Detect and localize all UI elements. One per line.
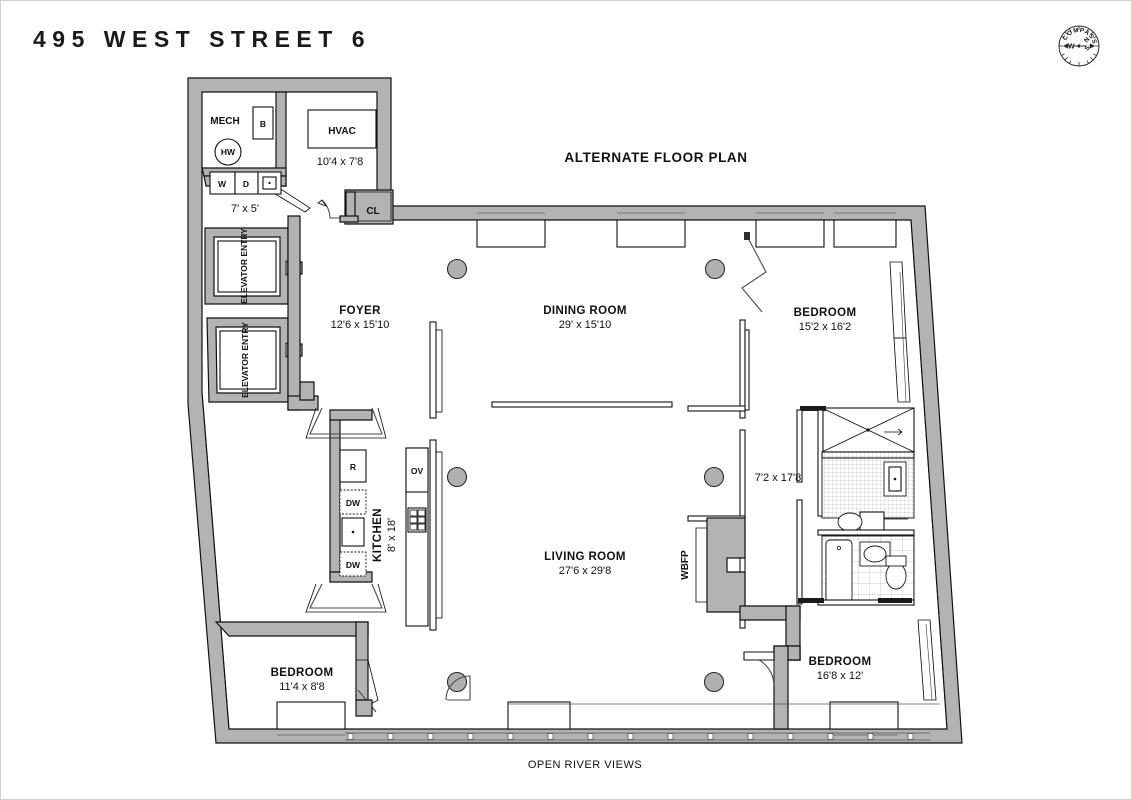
lobby-return-wall [299, 381, 315, 401]
footer-note: OPEN RIVER VIEWS [528, 759, 642, 771]
dining-dim: 29' x 15'10 [559, 319, 612, 331]
foyer-dim: 12'6 x 15'10 [331, 319, 390, 331]
ne-master-bath [796, 406, 915, 606]
elevator-entry-2: ELEVATOR ENTRY [206, 317, 303, 403]
living-label: LIVING ROOM [544, 551, 626, 563]
lobby-partition-wall [287, 215, 301, 411]
hvac-unit [307, 109, 377, 149]
dryer-label: D [243, 179, 249, 189]
sw-bedroom [214, 621, 379, 717]
mech-zone: B HW MECH HVAC 10'4 x 7'8 W D 7' x 5' [201, 91, 377, 215]
dishwasher-1-label: DW [346, 498, 361, 508]
south-window-bays [276, 701, 571, 736]
foyer-label: FOYER [339, 305, 381, 317]
refrigerator-label: R [350, 462, 356, 472]
east-window-recesses [889, 261, 911, 403]
column [703, 466, 725, 488]
page-frame-left [0, 0, 1, 800]
bed-se-label: BEDROOM [809, 656, 872, 668]
south-window-bays-right [829, 701, 899, 736]
column [446, 466, 468, 488]
mech-room-label: MECH [210, 116, 239, 127]
bed-sw-dim: 11'4 x 8'8 [279, 681, 325, 693]
se-bedroom-walls [739, 605, 801, 730]
boiler-label: B [260, 119, 266, 129]
compass-west-letter: W [1068, 44, 1075, 51]
fireplace-label: WBFP [680, 550, 691, 580]
structural-columns [446, 258, 726, 693]
hvac-dim: 10'4 x 7'8 [317, 156, 363, 168]
bed-se-dim: 16'8 x 12' [817, 670, 863, 682]
bath-dim: 7'2 x 17'8 [755, 472, 801, 484]
dishwasher-2 [339, 551, 367, 577]
dishwasher-1 [339, 489, 367, 515]
folding-partition-door [741, 232, 767, 313]
column [704, 258, 726, 280]
kitchen: R DW DW KITCHEN 8' x 18' OV [305, 407, 443, 631]
column [446, 671, 468, 693]
foyer-dining-fin [429, 321, 443, 419]
oven-label: OV [411, 466, 424, 476]
hvac-label: HVAC [328, 126, 356, 137]
compass-logo: COMPASS W N S [1058, 25, 1100, 67]
refrigerator [339, 449, 367, 483]
living-dim: 27'6 x 29'8 [559, 565, 612, 577]
south-railing [345, 703, 940, 741]
dishwasher-2-label: DW [346, 560, 361, 570]
sw-door-swing [445, 675, 471, 701]
wood-burning-fireplace: WBFP [680, 517, 746, 613]
compass-south-letter: S [1084, 44, 1093, 52]
kitchen-label: KITCHEN [372, 508, 384, 562]
se-window-recess [917, 619, 937, 701]
column [446, 258, 468, 280]
dining-living-partition [491, 401, 673, 408]
hot-water-label: HW [221, 147, 236, 157]
perimeter-inner-edge [201, 91, 948, 730]
entry-closet: CL [317, 189, 394, 225]
north-window-bays [476, 212, 897, 248]
dining-label: DINING ROOM [543, 305, 627, 317]
hot-water-fixture [214, 138, 242, 166]
elevator-entry-1-label: ELEVATOR ENTRY [239, 228, 249, 304]
plan-title: ALTERNATE FLOOR PLAN [564, 150, 747, 165]
page-title: 495 WEST STREET 6 [33, 26, 372, 52]
washer-label: W [218, 179, 227, 189]
closet-label: CL [366, 206, 379, 217]
bed-ne-label: BEDROOM [794, 307, 857, 319]
elevator-entry-2-label: ELEVATOR ENTRY [240, 322, 250, 398]
column [703, 671, 725, 693]
bed-sw-label: BEDROOM [271, 667, 334, 679]
bed-ne-dim: 15'2 x 16'2 [799, 321, 852, 333]
compass-north-letter: N [1083, 36, 1092, 44]
boiler-fixture [252, 106, 274, 140]
laundry-dim: 7' x 5' [231, 203, 259, 215]
kitchen-dim: 8' x 18' [386, 518, 398, 552]
page-frame-top [0, 0, 1132, 1]
